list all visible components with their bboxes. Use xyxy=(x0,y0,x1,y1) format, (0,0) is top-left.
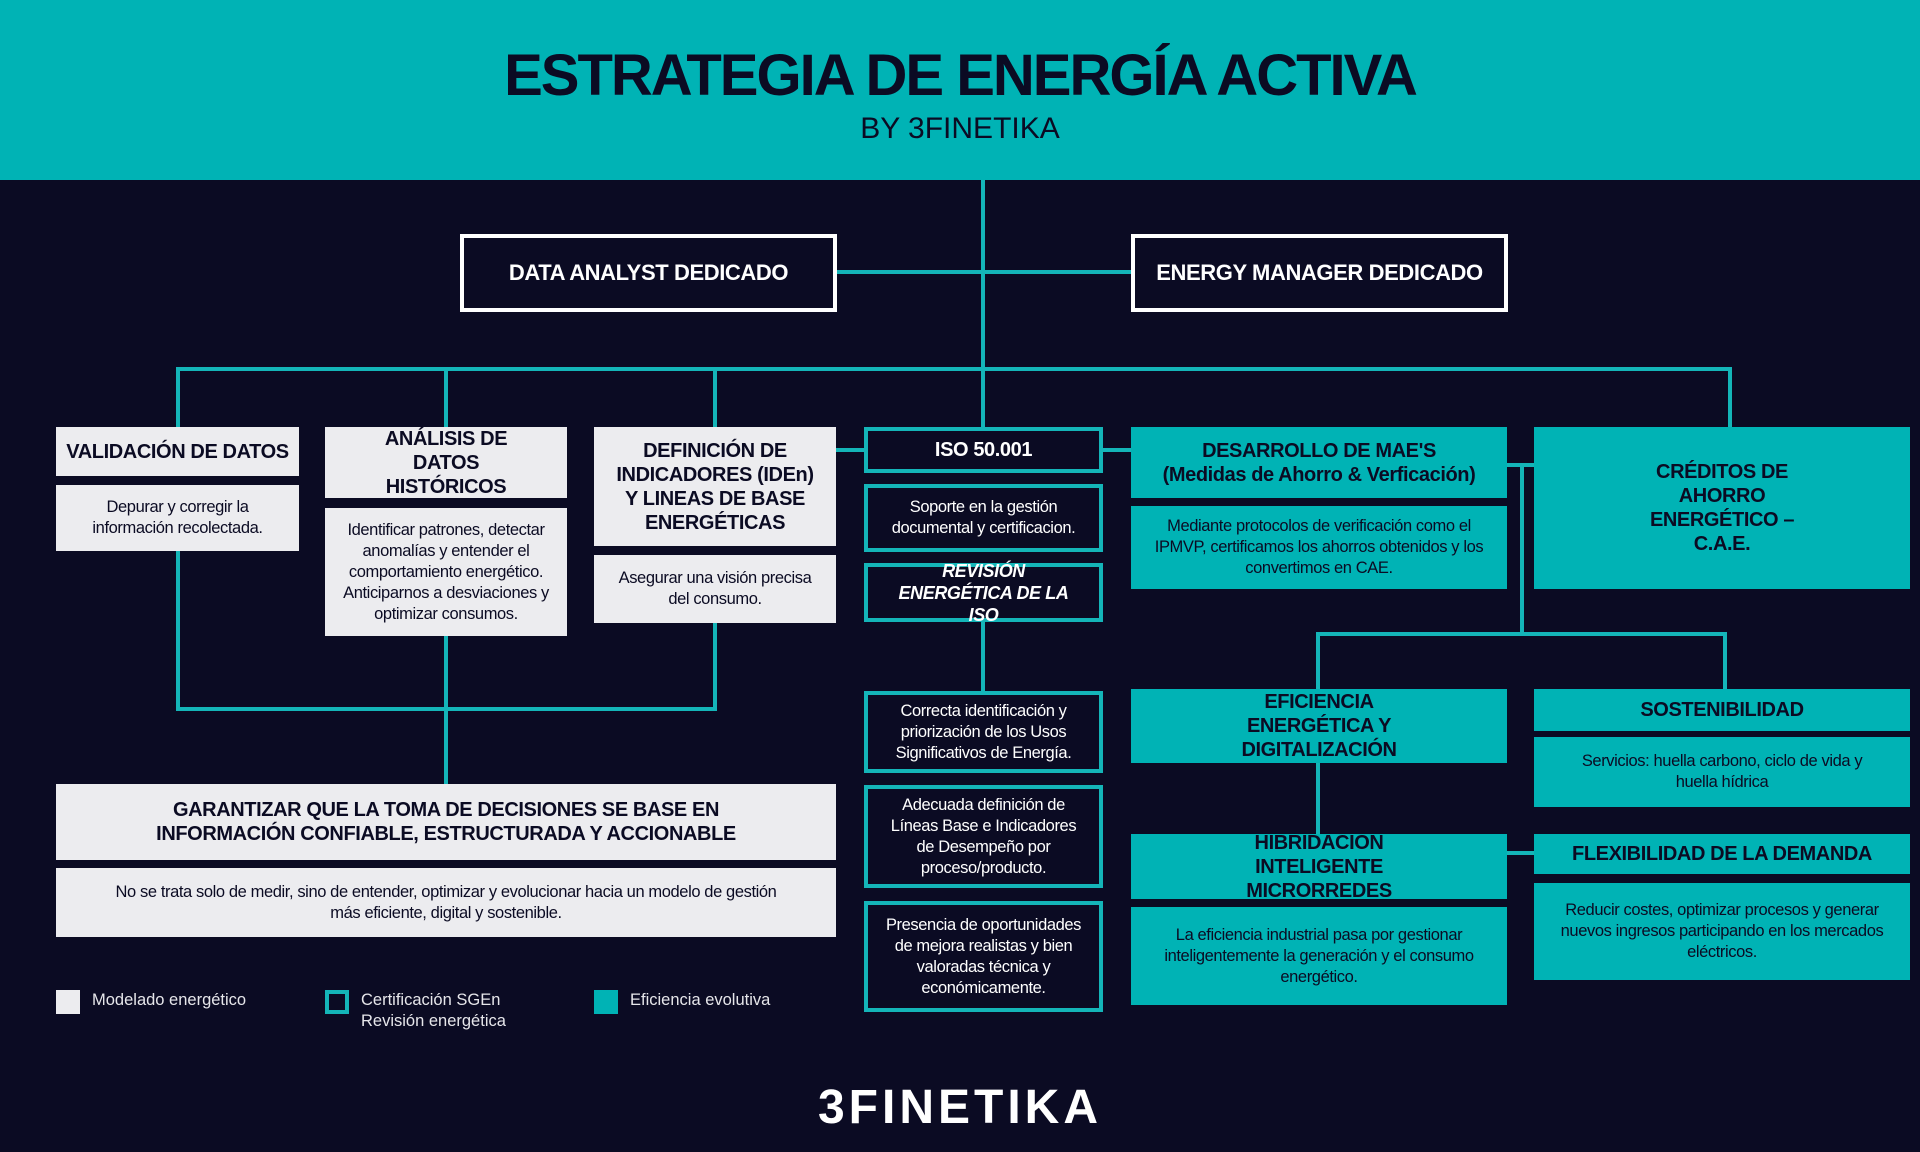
legend-item: Eficiencia evolutiva xyxy=(594,990,770,1014)
efficiency-title: EFICIENCIA ENERGÉTICA Y DIGITALIZACIÓN xyxy=(1131,689,1507,763)
connector-line xyxy=(176,367,180,427)
col2-title: ANÁLISIS DE DATOS HISTÓRICOS xyxy=(325,427,567,498)
legend-item: Certificación SGEn Revisión energética xyxy=(325,990,521,1032)
data-analyst-box: DATA ANALYST DEDICADO xyxy=(460,234,837,312)
connector-line xyxy=(1728,367,1732,427)
mae-title-text: DESARROLLO DE MAE'S xyxy=(1202,439,1436,462)
hybridization-desc: La eficiencia industrial pasa por gestio… xyxy=(1131,907,1507,1005)
col1-desc: Depurar y corregir la información recole… xyxy=(56,485,299,551)
connector-line xyxy=(835,270,1133,274)
iso-item: Presencia de oportunidades de mejora rea… xyxy=(864,901,1103,1012)
sustainability-title: SOSTENIBILIDAD xyxy=(1534,689,1910,731)
connector-line xyxy=(1316,763,1320,834)
connector-line xyxy=(1316,632,1727,636)
legend-swatch-outline xyxy=(325,990,349,1014)
connector-line xyxy=(1316,632,1320,689)
goal-desc: No se trata solo de medir, sino de enten… xyxy=(56,868,836,937)
connector-line xyxy=(981,180,985,427)
iso-item: Correcta identificación y priorización d… xyxy=(864,691,1103,773)
legend-swatch-teal xyxy=(594,990,618,1014)
mae-desc: Mediante protocolos de verificación como… xyxy=(1131,506,1507,589)
hybridization-title: HIBRIDACIÓN INTELIGENTE MICRORREDES xyxy=(1131,832,1507,902)
col2-desc: Identificar patrones, detectar anomalías… xyxy=(325,508,567,636)
mae-subtitle: (Medidas de Ahorro & Verficación) xyxy=(1162,463,1476,486)
goal-title: GARANTIZAR QUE LA TOMA DE DECISIONES SE … xyxy=(56,784,836,860)
col1-title: VALIDACIÓN DE DATOS xyxy=(56,427,299,476)
sustainability-desc: Servicios: huella carbono, ciclo de vida… xyxy=(1534,737,1910,807)
connector-line xyxy=(176,551,180,711)
connector-line xyxy=(713,367,717,427)
page-subtitle: BY 3FINETIKA xyxy=(860,112,1060,145)
connector-line xyxy=(1520,463,1524,636)
connector-line xyxy=(444,367,448,427)
flexibility-title: FLEXIBILIDAD DE LA DEMANDA xyxy=(1534,834,1910,874)
iso-item: Adecuada definición de Líneas Base e Ind… xyxy=(864,785,1103,888)
connector-line xyxy=(981,622,985,691)
iso-review-title: REVISIÓN ENERGÉTICA DE LA ISO xyxy=(864,561,1103,625)
legend-label: Modelado energético xyxy=(92,991,247,1009)
iso-title: ISO 50.001 xyxy=(864,427,1103,473)
connector-line xyxy=(1723,632,1727,689)
cae-box: CRÉDITOS DE AHORRO ENERGÉTICO – C.A.E. xyxy=(1534,427,1910,589)
page-title: ESTRATEGIA DE ENERGÍA ACTIVA xyxy=(504,43,1418,108)
brand-logo: 3FINETIKA xyxy=(817,1081,1102,1134)
col3-title: DEFINICIÓN DE INDICADORES (IDEn) Y LINEA… xyxy=(594,427,836,546)
connector-line xyxy=(1507,851,1534,855)
legend-label: Eficiencia evolutiva xyxy=(630,991,771,1009)
col3-desc: Asegurar una visión precisa del consumo. xyxy=(594,555,836,623)
flexibility-desc: Reducir costes, optimizar procesos y gen… xyxy=(1534,883,1910,980)
legend-label: Certificación SGEn Revisión energética xyxy=(361,991,506,1030)
iso-desc: Soporte en la gestión documental y certi… xyxy=(864,484,1103,552)
header: ESTRATEGIA DE ENERGÍA ACTIVA BY 3FINETIK… xyxy=(0,0,1920,180)
mae-title: DESARROLLO DE MAE'S (Medidas de Ahorro &… xyxy=(1131,427,1507,498)
connector-line xyxy=(713,623,717,711)
connector-line xyxy=(176,707,717,711)
legend-swatch-white xyxy=(56,990,80,1014)
energy-manager-box: ENERGY MANAGER DEDICADO xyxy=(1131,234,1508,312)
legend-item: Modelado energético xyxy=(56,990,246,1014)
connector-line xyxy=(176,367,1732,371)
